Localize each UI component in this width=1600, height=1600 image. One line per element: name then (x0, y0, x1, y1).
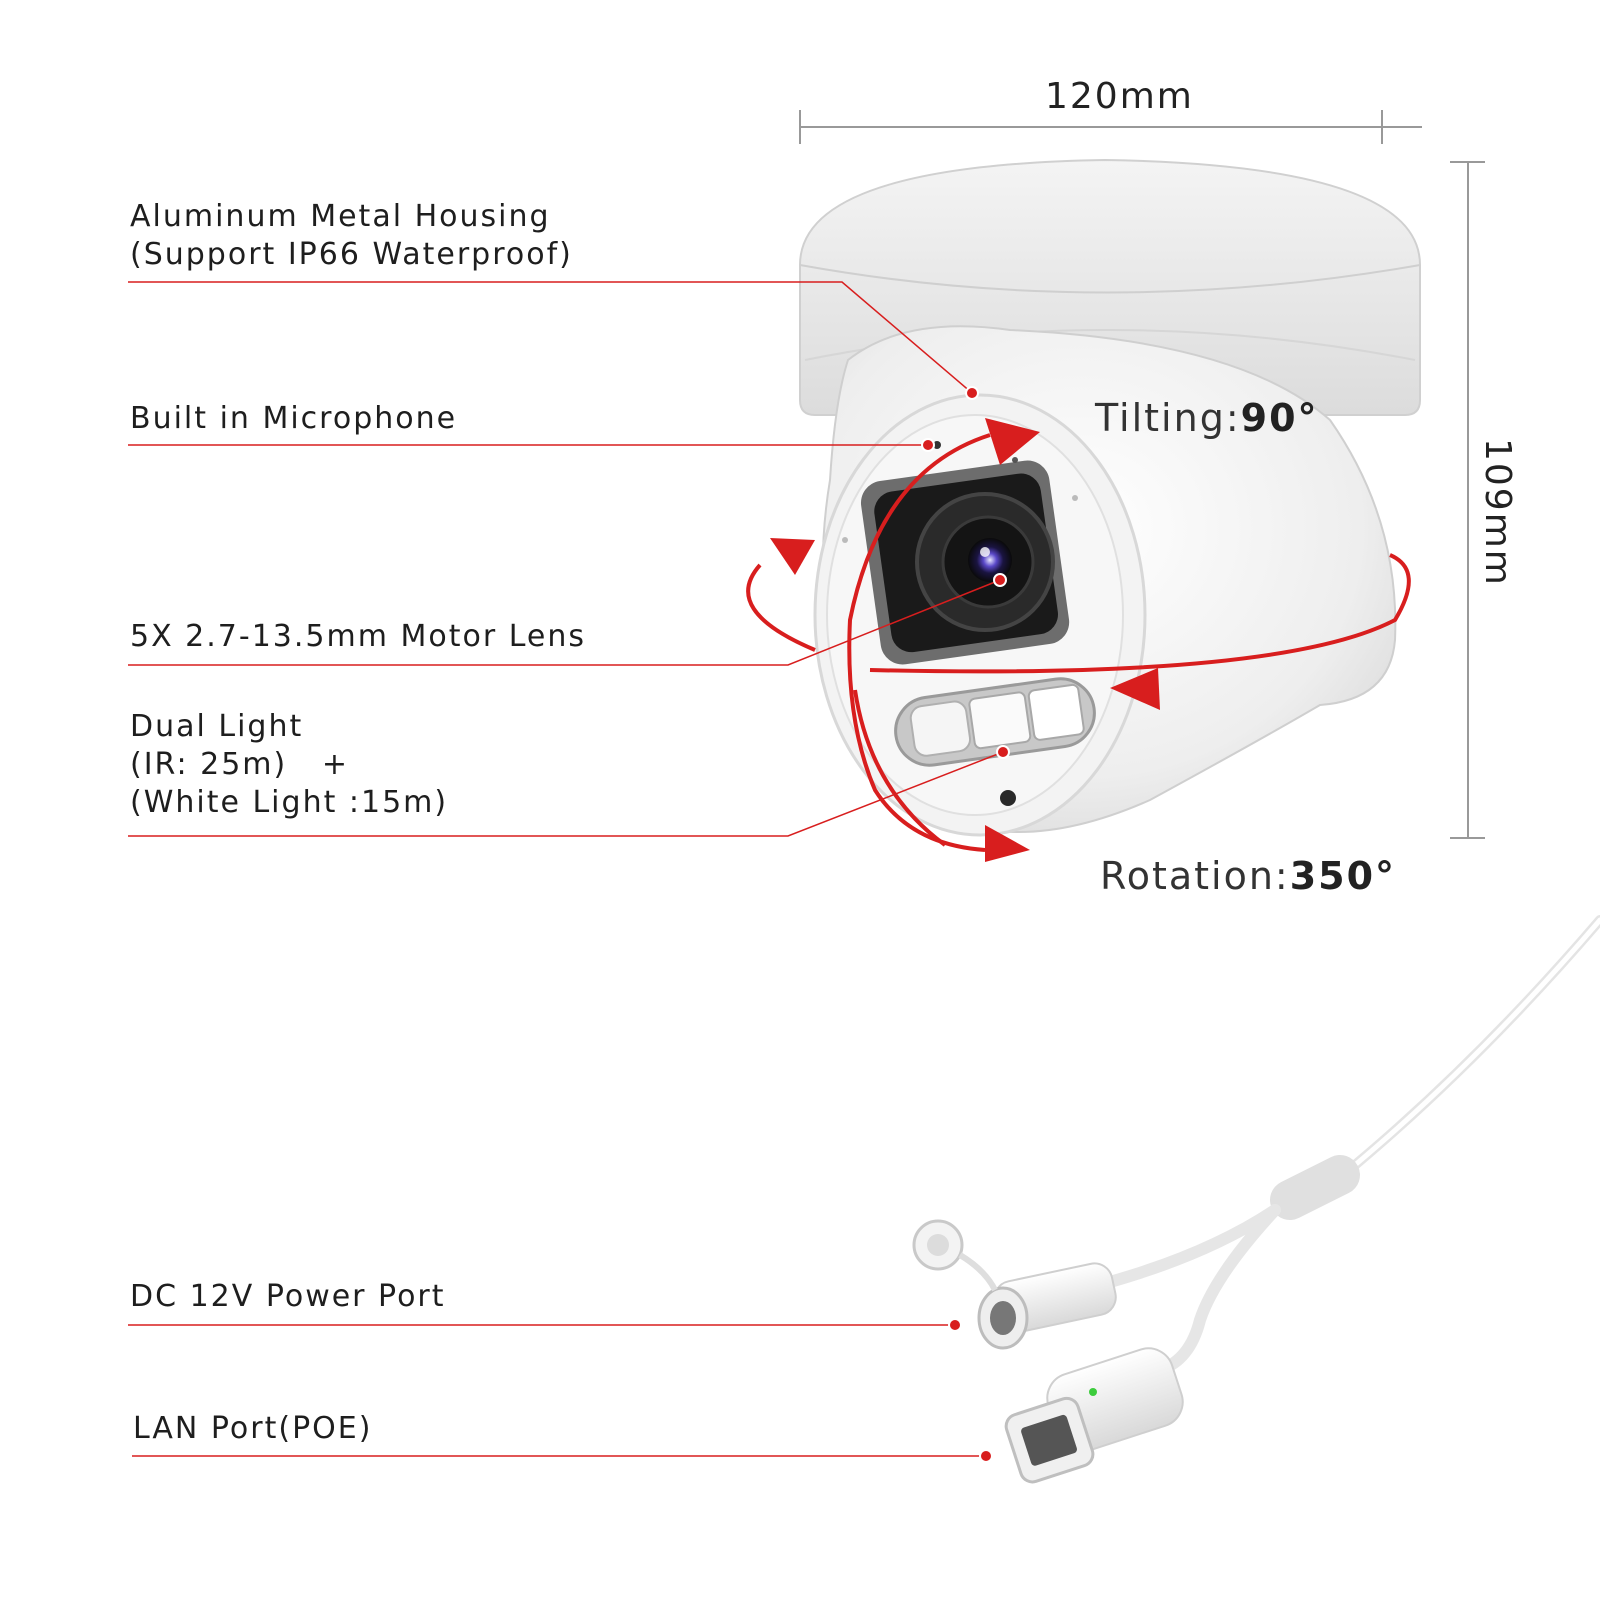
tilt-arrow (847, 433, 991, 852)
dc-power-port (912, 1219, 1117, 1350)
callout-lens: 5X 2.7-13.5mm Motor Lens (130, 618, 586, 656)
tilting-label: Tilting: (1095, 396, 1241, 440)
height-dimension (1450, 161, 1485, 839)
callout-dc-power-line-1: DC 12V Power Port (130, 1279, 446, 1314)
callout-housing-line-2: (Support IP66 Waterproof) (130, 237, 573, 272)
callout-lens-line-1: 5X 2.7-13.5mm Motor Lens (130, 619, 587, 654)
callout-housing-line-1: Aluminum Metal Housing (130, 199, 551, 234)
callout-dc-power: DC 12V Power Port (130, 1278, 446, 1316)
mic-hole (842, 441, 1078, 543)
callout-dual-light-line-2: (IR: 25m) + (130, 747, 349, 782)
tilting-spec: Tilting:90° (1095, 396, 1319, 440)
callout-dual-light: Dual Light (IR: 25m) + (White Light :15m… (130, 708, 448, 822)
width-dimension-label: 120mm (1045, 76, 1194, 117)
rotation-spec: Rotation:350° (1100, 854, 1396, 898)
dual-light (894, 677, 1096, 806)
callout-microphone: Built in Microphone (130, 400, 457, 438)
rotation-label: Rotation: (1100, 854, 1290, 898)
rotation-value: 350° (1289, 854, 1397, 898)
callout-housing: Aluminum Metal Housing (Support IP66 Wat… (130, 198, 573, 274)
motor-lens (860, 460, 1070, 665)
callout-microphone-line-1: Built in Microphone (130, 401, 458, 436)
callout-dual-light-line-3: (White Light :15m) (130, 785, 449, 820)
tilting-value: 90° (1240, 396, 1319, 440)
height-dimension-label: 109mm (1477, 438, 1518, 587)
callout-lines (128, 281, 1004, 1457)
width-value: 120 (1045, 76, 1120, 117)
height-value: 109 (1477, 438, 1518, 513)
width-unit: mm (1119, 76, 1194, 117)
cable-assembly (1074, 915, 1600, 1376)
callout-dual-light-line-1: Dual Light (130, 709, 304, 744)
height-unit: mm (1477, 512, 1518, 587)
arrow-heads (770, 418, 1160, 862)
callout-lan: LAN Port(POE) (133, 1410, 372, 1448)
width-dimension (799, 110, 1422, 144)
callout-lan-line-1: LAN Port(POE) (133, 1411, 373, 1446)
callout-dots (921, 386, 1010, 1463)
rotation-arrow (746, 553, 1411, 674)
lan-port (1004, 1347, 1184, 1484)
